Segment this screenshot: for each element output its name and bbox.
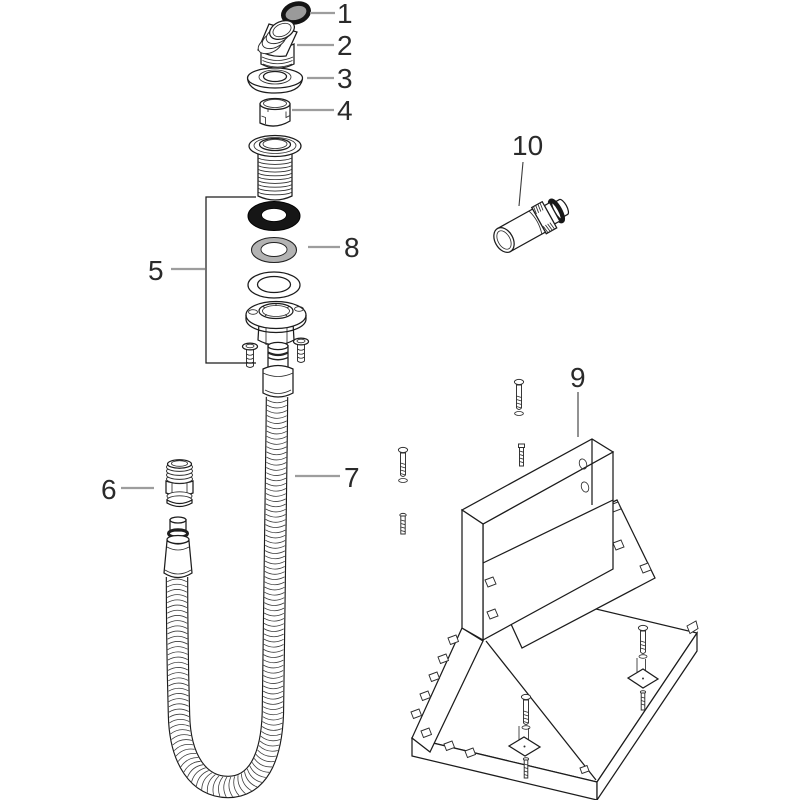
part-9-mounting-bracket — [397, 378, 699, 800]
group-bracket-part-5 — [205, 196, 256, 364]
part-label-10: 10 — [512, 130, 543, 161]
part-1-o-ring — [281, 1, 311, 25]
base-fixing-1 — [507, 693, 542, 779]
part-8-washer — [250, 236, 298, 264]
part-2-elbow-connector — [257, 19, 298, 69]
part-5-mounting-set — [241, 134, 310, 398]
bracket-screw-1 — [513, 378, 525, 416]
part-label-3: 3 — [337, 63, 353, 94]
part-label-7: 7 — [344, 462, 360, 493]
part-label-4: 4 — [337, 95, 353, 126]
part-10-connection-fitting — [493, 198, 570, 253]
hose-union-top — [262, 341, 294, 398]
threaded-tube — [248, 134, 302, 201]
flange-screw-left — [241, 342, 259, 368]
part-label-5: 5 — [148, 255, 164, 286]
rubber-gasket — [247, 201, 301, 231]
part-label-2: 2 — [337, 30, 353, 61]
part-6-threaded-nipple — [165, 459, 194, 508]
part-label-6: 6 — [101, 474, 117, 505]
leader-part-10 — [518, 161, 524, 207]
part-label-1: 1 — [337, 0, 353, 29]
flange-screw-right — [292, 337, 310, 363]
bracket-stud-1 — [518, 443, 525, 467]
part-3-escutcheon — [246, 67, 304, 94]
bracket-stud-2 — [399, 512, 407, 535]
hose-union-bottom — [163, 516, 193, 579]
plastic-washer — [247, 271, 301, 299]
part-label-8: 8 — [344, 232, 360, 263]
part-4-guide-sleeve — [259, 97, 291, 127]
bracket-screw-2 — [397, 446, 409, 483]
part-label-9: 9 — [570, 362, 586, 393]
part-7-flexible-hose — [165, 396, 289, 799]
base-fixing-2 — [626, 624, 660, 711]
